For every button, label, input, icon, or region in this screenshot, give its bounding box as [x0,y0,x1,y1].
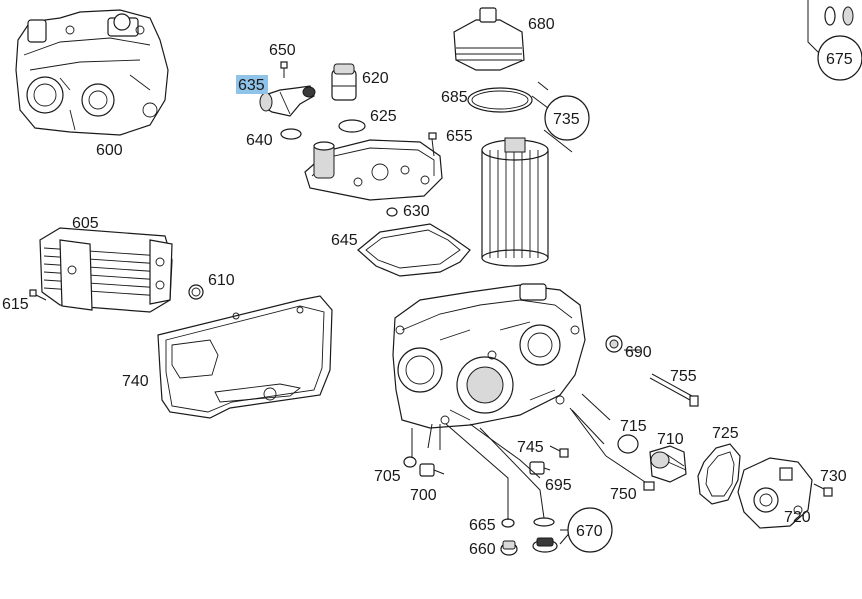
label-circle-670 [567,507,613,553]
part-600-engine-housing [15,9,169,136]
part-700-sensor [419,463,445,477]
part-615-bolt [29,289,47,301]
label-circle-675 [817,35,862,81]
part-630-seal [386,207,398,217]
part-685-o-ring [467,87,533,113]
part-750-bolt [605,455,655,491]
label-700: 700 [410,487,437,504]
part-740-gasket [157,295,333,419]
label-690: 690 [625,344,652,361]
label-740: 740 [122,373,149,390]
part-680-filter-cap [453,7,525,71]
label-745: 745 [517,439,544,456]
label-705: 705 [374,468,401,485]
highlight-635 [236,75,268,94]
part-625-o-ring [338,119,366,133]
part-745-bolt [549,445,569,458]
label-680: 680 [528,16,555,33]
label-730: 730 [820,468,847,485]
part-650-bolt [280,61,288,78]
label-600: 600 [96,142,123,159]
part-605-oil-cooler [39,227,173,313]
part-620-cap [331,63,357,101]
label-640: 640 [246,132,273,149]
part-710-thermostat [649,445,687,483]
part-655-bolt [428,132,437,157]
label-655: 655 [446,128,473,145]
label-695: 695 [545,477,572,494]
label-670: 670 [576,523,603,540]
label-605: 605 [72,215,99,232]
label-610: 610 [208,272,235,289]
part-735-filter-element [481,137,549,267]
part-705-seal [403,456,417,468]
part-675-fragment [807,0,854,55]
part-645-cover [304,139,443,201]
part-670-plug [532,537,558,553]
part-720-pump [737,457,813,529]
part-725-gasket [697,443,741,505]
label-645: 645 [331,232,358,249]
leader-lines [411,349,640,545]
label-660: 660 [469,541,496,558]
label-725: 725 [712,425,739,442]
label-650: 650 [269,42,296,59]
part-730-bolt [813,483,833,497]
part-690-plug [605,335,623,353]
label-615: 615 [2,296,29,313]
label-620: 620 [362,70,389,87]
label-635: 635 [238,77,265,94]
label-735: 735 [553,111,580,128]
part-main-block [392,283,586,429]
part-695-fitting [529,461,551,475]
part-755-long-bolt [649,373,699,407]
label-750: 750 [610,486,637,503]
part-670-ring [533,517,555,527]
label-665: 665 [469,517,496,534]
part-715-o-ring [617,434,639,454]
part-645-gasket [357,223,471,277]
label-675: 675 [826,51,853,68]
label-720: 720 [784,509,811,526]
label-755: 755 [670,368,697,385]
label-625: 625 [370,108,397,125]
label-circle-735 [544,95,590,141]
part-635-elbow-pipe [259,85,316,117]
part-660-plug [500,540,518,556]
leader-735 [531,81,573,153]
label-685: 685 [441,89,468,106]
part-640-seal-ring [280,128,302,140]
part-665-ring [501,518,515,528]
part-610-o-ring [188,284,204,300]
label-630: 630 [403,203,430,220]
label-715: 715 [620,418,647,435]
label-710: 710 [657,431,684,448]
